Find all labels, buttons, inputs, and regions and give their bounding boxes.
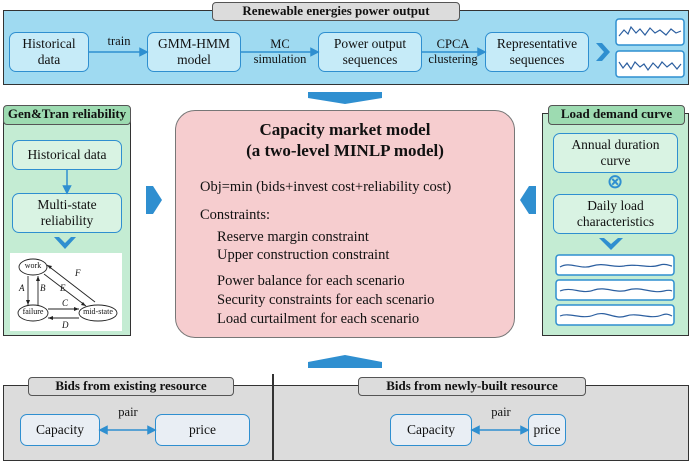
cpca-arrowhead: [477, 47, 487, 57]
new-pair-head-right: [520, 425, 530, 435]
load-waveforms: [555, 254, 675, 326]
representative-sequences-box: Representative sequences: [485, 32, 589, 72]
transition-label-c: C: [62, 298, 69, 308]
bids-divider: [272, 374, 274, 461]
renewable-panel-title: Renewable energies power output: [212, 2, 460, 21]
load-demand-panel-title: Load demand curve: [548, 105, 685, 125]
left-down-arrow: [62, 170, 72, 195]
constraint-load-curtailment: Load curtailment for each scenario: [217, 311, 420, 327]
load-wave-line-1: [559, 263, 673, 268]
wave-box-1: [615, 18, 685, 46]
left-historical-data-box: Historical data: [12, 140, 122, 170]
state-label-failure: failure: [22, 307, 44, 316]
top-connector-arrows: [89, 47, 487, 57]
transition-label-e: E: [60, 283, 66, 293]
mc-arrowhead: [310, 47, 320, 57]
chevron-down-icon: [54, 237, 76, 249]
constraints-label: Constraints:: [200, 207, 271, 223]
wave-box-2: [615, 50, 685, 78]
train-arrowhead: [139, 47, 149, 57]
constraint-reserve: Reserve margin constraint: [217, 229, 369, 245]
existing-pair-head-right: [147, 425, 157, 435]
capacity-market-panel: [175, 110, 515, 338]
center-title: Capacity market model: [259, 120, 431, 139]
transition-label-b: B: [40, 283, 46, 293]
train-label: train: [107, 34, 131, 48]
transition-label-f: F: [75, 268, 81, 278]
representative-waveforms: [615, 18, 685, 78]
load-wave-box-2: [555, 279, 675, 301]
annual-duration-box: Annual duration curve: [553, 133, 678, 173]
cpca-clustering-label: CPCA clustering: [428, 37, 478, 66]
load-wave-box-3: [555, 304, 675, 326]
objective-text: Obj=min (bids+invest cost+reliability co…: [200, 179, 452, 195]
transition-label-a: A: [19, 283, 25, 293]
new-capacity-box: Capacity: [390, 414, 472, 446]
existing-resource-title: Bids from existing resource: [28, 377, 234, 396]
center-subtitle: (a two-level MINLP model): [246, 141, 444, 160]
historical-data-box: Historical data: [9, 32, 89, 72]
transition-label-d: D: [62, 320, 69, 330]
chevron-right-icon: [596, 43, 610, 61]
state-midstate: [78, 304, 118, 322]
top-connectors: [89, 18, 685, 78]
left-block-arrow-right: [520, 186, 536, 214]
wave-line-2: [618, 61, 682, 72]
load-wave-box-1: [555, 254, 675, 276]
state-label-work: work: [24, 261, 42, 270]
gmm-hmm-box: GMM-HMM model: [147, 32, 241, 72]
new-pair-head-left: [470, 425, 480, 435]
new-pair-label: pair: [491, 405, 511, 419]
state-failure: [17, 304, 49, 322]
load-wave-line-2: [559, 288, 673, 293]
wave-line-1: [618, 25, 682, 37]
power-output-sequences-box: Power output sequences: [318, 32, 422, 72]
state-work: [18, 258, 48, 276]
state-diagram-arrowheads: [26, 265, 86, 320]
mc-simulation-label: MC simulation: [253, 37, 307, 66]
constraint-upper: Upper construction constraint: [217, 247, 390, 263]
bids-panel: [3, 385, 689, 461]
right-block-arrow-left: [146, 186, 162, 214]
up-block-arrow: [308, 355, 382, 368]
otimes-icon: ⊗: [606, 169, 624, 193]
newly-built-resource-title: Bids from newly-built resource: [358, 377, 586, 396]
constraint-security: Security constraints for each scenario: [217, 292, 435, 308]
gen-tran-panel-title: Gen&Tran reliability: [3, 105, 131, 125]
existing-pair-label: pair: [118, 405, 138, 419]
state-label-midstate: mid-state: [83, 307, 113, 316]
existing-pair-head-left: [98, 425, 108, 435]
down-block-arrow: [308, 92, 382, 104]
constraint-power-balance: Power balance for each scenario: [217, 273, 405, 289]
chevron-down-icon-right: [599, 238, 623, 250]
existing-price-box: price: [155, 414, 250, 446]
daily-load-box: Daily load characteristics: [553, 194, 678, 234]
load-wave-line-3: [559, 313, 673, 318]
